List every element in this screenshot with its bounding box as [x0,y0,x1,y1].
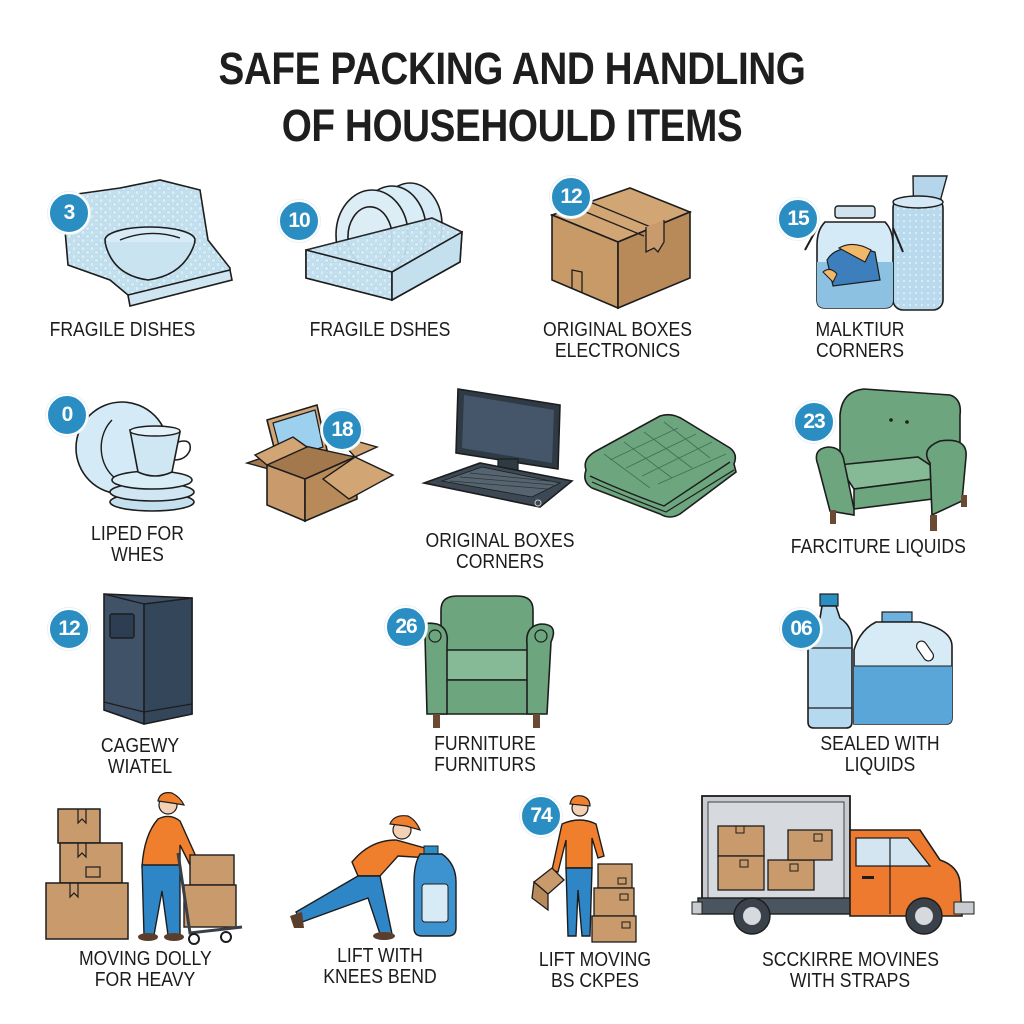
item-laptop-box: 18 [244,395,405,535]
item-fragile-dishes-wrapped: 3 FRAGILE DISHES [40,170,240,350]
cardboard-box-icon [549,187,693,310]
item-sealed-with-liquids: 06 SEALED WITH LIQUIDS [780,590,980,780]
item-lift-with-knees: LIFT WITH KNEES BEND [280,800,480,995]
armchair-icon [421,595,555,728]
step-badge: 15 [777,198,819,240]
item-secure-with-straps: SCCKIRRE MOVINES WITH STRAPS [690,790,990,995]
worker-with-dolly-icon [45,792,243,945]
step-badge: 26 [385,606,427,648]
bubble-wrapped-bowl-icon [64,179,233,307]
step-badge: 23 [793,401,835,443]
item-label: SCCKIRRE MOVINES WITH STRAPS [762,949,940,992]
cups-and-saucers-icon [75,401,195,512]
page-title: SAFE PACKING AND HANDLING OF HOUSEHOULD … [72,40,953,154]
step-badge: 3 [48,192,90,234]
step-badge: 10 [278,200,320,242]
item-liped-for-whes: 0 LIPED FOR WHES [40,390,240,570]
moving-truck-icon [691,795,975,935]
worker-lifting-bottle-icon [290,815,457,940]
step-badge: 12 [550,176,592,218]
step-badge: 18 [321,409,363,451]
item-label: ORIGINAL BOXES CORNERS [425,530,575,573]
item-label: FURNITURE FURNITURS [434,733,536,776]
item-label: SEALED WITH LIQUIDS [820,733,940,776]
step-badge: 74 [520,795,562,837]
item-label: ORIGINAL BOXES ELECTRONICS [543,319,692,362]
item-label: MALKTIUR CORNERS [815,319,905,362]
item-moving-blanket [580,410,750,530]
item-label: MOVING DOLLY FOR HEAVY [79,948,212,991]
title-line-1: SAFE PACKING AND HANDLING [218,43,806,94]
step-badge: 12 [48,608,90,650]
item-label: CAGEWY WIATEL [100,735,180,778]
item-label: FRAGILE DSHES [309,319,451,341]
item-original-boxes-corners: ORIGINAL BOXES CORNERS [420,385,600,575]
laptop-in-open-box-icon [244,403,395,523]
step-badge: 06 [780,608,822,650]
worker-with-boxes-icon [531,795,637,943]
item-label: LIPED FOR WHES [91,523,184,566]
item-label: FRAGILE DISHES [49,319,196,341]
appliance-cabinet-icon [103,593,193,725]
title-line-2: OF HOUSEHOULD ITEMS [281,100,743,151]
plates-in-padded-tray-icon [305,182,463,302]
step-badge: 0 [46,394,88,436]
desktop-computer-icon [421,388,574,508]
item-original-boxes-electronics: 12 ORIGINAL BOXES ELECTRONICS [540,170,720,370]
item-label: LIFT WITH KNEES BEND [323,945,437,988]
jar-and-bubble-roll-icon [804,175,948,311]
item-moving-dolly: MOVING DOLLY FOR HEAVY [40,785,250,995]
item-lift-moving-boxes: 74 LIFT MOVING BS CKPES [520,790,670,995]
item-label: LIFT MOVING BS CKPES [538,949,652,992]
item-fragile-dishes-tray: 10 FRAGILE DSHES [270,170,470,350]
folded-moving-blanket-icon [584,413,737,518]
item-cagewy-wiatel: 12 CAGEWY WIATEL [40,590,240,780]
item-malktiur-corners: 15 MALKTIUR CORNERS [775,170,975,370]
item-furniture: 26 FURNITURE FURNITURS [385,590,595,780]
armchair-icon [815,388,967,531]
item-label: FARCITURE LIQUIDS [790,536,966,558]
item-farciture-liquids: 23 FARCITURE LIQUIDS [790,385,980,575]
